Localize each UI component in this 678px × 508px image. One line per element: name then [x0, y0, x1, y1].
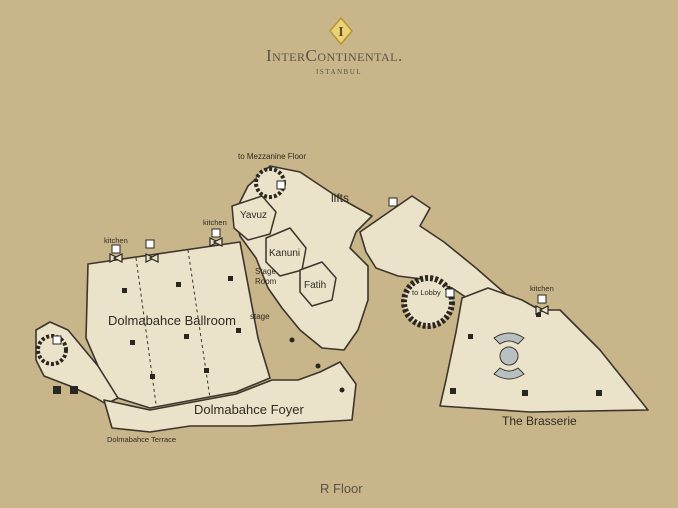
to-mezzanine-label: to Mezzanine Floor [238, 152, 307, 161]
brand-city: ISTANBUL [316, 68, 363, 76]
column-markers [122, 276, 602, 396]
fatih-room[interactable] [299, 261, 337, 307]
brasserie-bar-feature [493, 332, 525, 380]
stage-label: stage [250, 312, 270, 321]
brand-name: InterContinental. [266, 46, 403, 65]
brasserie-area[interactable] [439, 287, 649, 413]
yavuz-room[interactable] [231, 195, 277, 241]
yavuz-label: Yavuz [240, 210, 268, 221]
svg-text:I: I [338, 25, 343, 40]
lift-icon [52, 180, 547, 345]
brasserie-label: The Brasserie [502, 414, 577, 428]
fatih-label: Fatih [304, 280, 327, 291]
stairs-icon[interactable] [36, 334, 68, 366]
wc-icon [53, 386, 78, 394]
to-lobby-label: to Lobby [412, 288, 441, 297]
stage-room-label-1: Stage [255, 267, 276, 276]
floor-name: R Floor [320, 481, 363, 496]
kanuni-label: Kanuni [269, 248, 301, 259]
stage-room-label-2: Room [255, 277, 277, 286]
ballroom-area[interactable] [85, 241, 271, 409]
lifts-label: lifts [331, 191, 349, 205]
terrace-label: Dolmabahce Terrace [107, 435, 177, 444]
stairs-icon[interactable] [401, 275, 455, 329]
logo-emblem-icon: I [329, 16, 353, 46]
kitchen-label-3: kitchen [530, 284, 554, 293]
kitchen-door-icon [109, 237, 549, 315]
kitchen-label-2: kitchen [203, 218, 227, 227]
kitchen-label-1: kitchen [104, 236, 128, 245]
foyer-label: Dolmabahce Foyer [194, 402, 304, 417]
foyer-area[interactable] [103, 361, 357, 433]
ballroom-label: Dolmabahce Ballroom [108, 313, 236, 328]
